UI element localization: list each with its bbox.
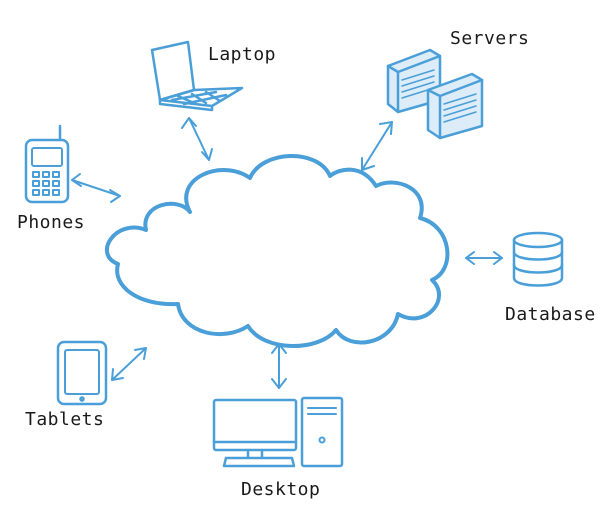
- arrow-desktop-cloud: [271, 343, 287, 389]
- servers-label: Servers: [450, 28, 530, 49]
- arrow-tablets-cloud: [111, 347, 147, 381]
- desktop-icon: [212, 396, 344, 468]
- tablets-label: Tablets: [25, 409, 105, 430]
- arrow-laptop-cloud: [181, 117, 213, 161]
- arrow-database-cloud: [465, 251, 503, 265]
- database-label: Database: [505, 304, 596, 325]
- server-icon: [386, 48, 484, 140]
- phone-icon: [24, 124, 70, 204]
- arrow-servers-cloud: [361, 121, 393, 171]
- arrows: [71, 117, 503, 389]
- laptop-label: Laptop: [208, 44, 277, 65]
- phones-label: Phones: [17, 212, 86, 233]
- desktop-label: Desktop: [241, 479, 321, 500]
- laptop-icon: [150, 40, 244, 112]
- cloud-icon: [104, 154, 450, 348]
- tablet-icon: [56, 340, 108, 406]
- arrow-phones-cloud: [71, 173, 121, 203]
- database-icon: [512, 231, 564, 287]
